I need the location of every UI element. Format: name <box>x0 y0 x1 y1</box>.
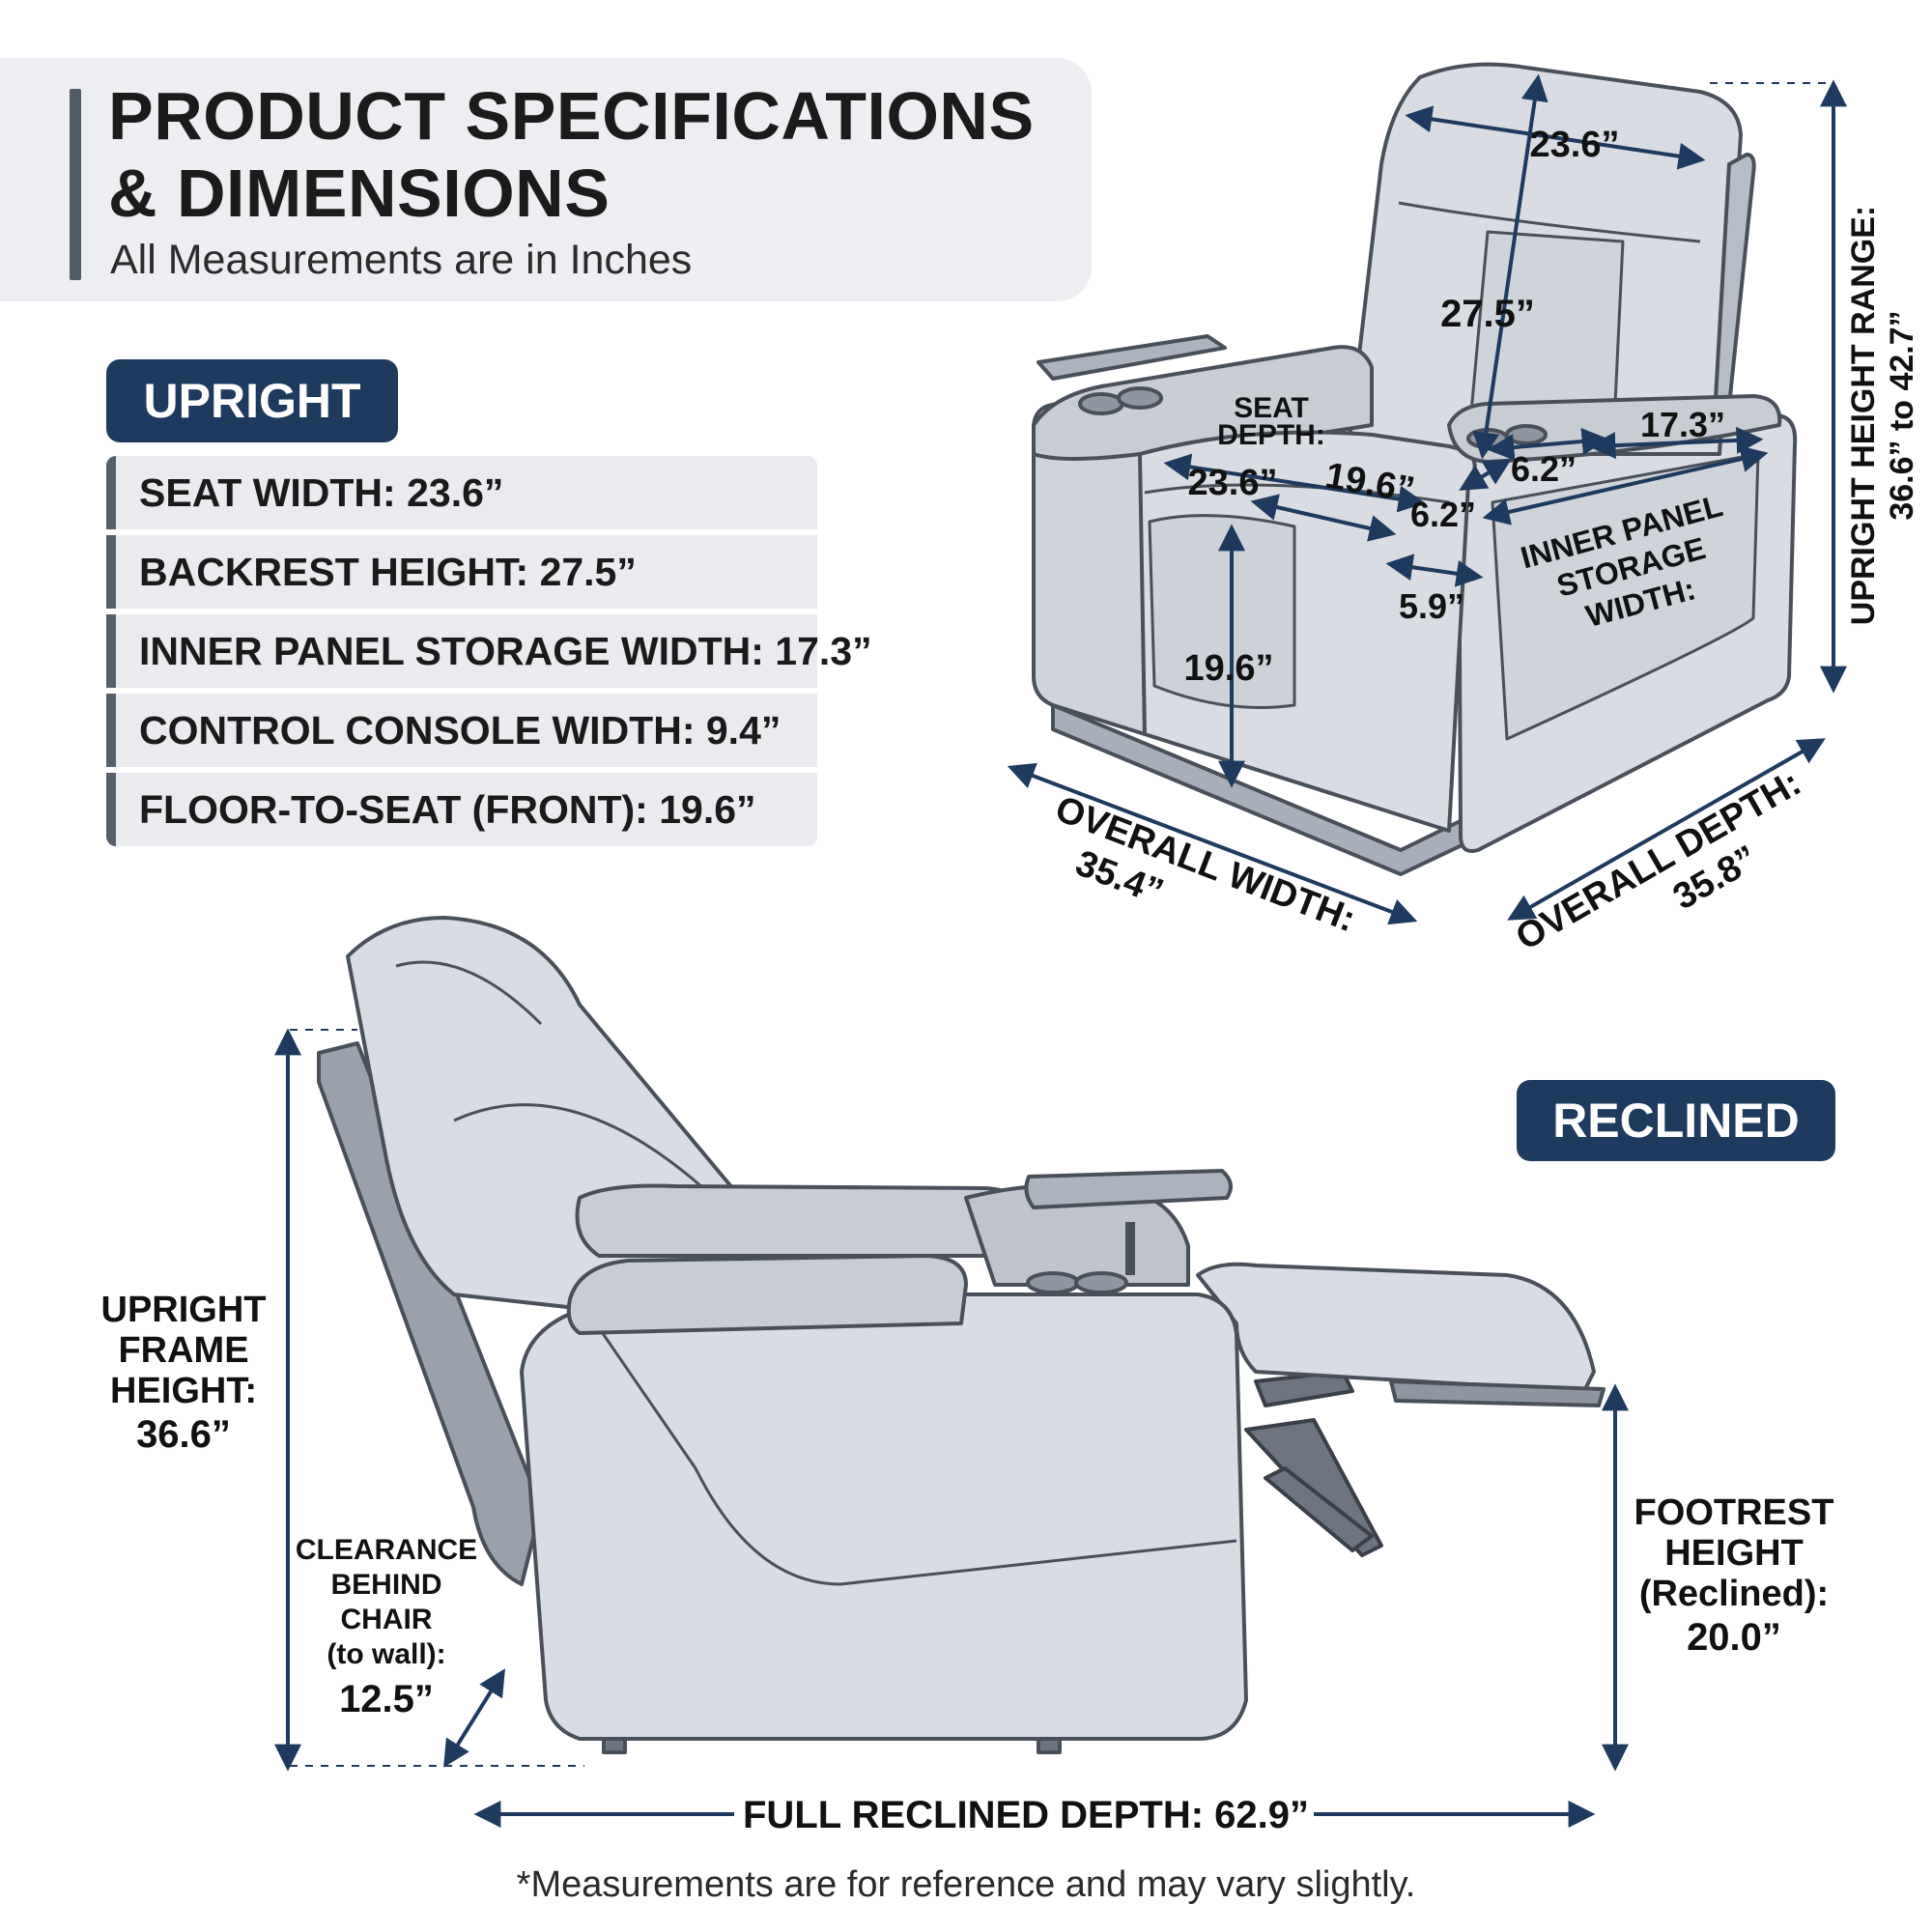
footrest-mechanism <box>1244 1370 1383 1557</box>
reclined-chair-illustration <box>317 916 1605 1754</box>
header-card <box>0 58 1092 301</box>
headrest-width-label: 23.6” <box>1530 125 1620 165</box>
spec-console-width: CONTROL CONSOLE WIDTH: 9.4” <box>106 694 817 767</box>
gap-label: 5.9” <box>1399 586 1464 626</box>
height-range-value: 36.6” to 42.7” <box>1884 310 1920 520</box>
cupholder-label-1: 6.2” <box>1511 449 1577 489</box>
clearance-label-2: BEHIND <box>330 1569 441 1601</box>
cupholder-label-2: 6.2” <box>1410 495 1476 534</box>
seat-depth-line <box>1250 494 1397 542</box>
clearance-line <box>443 1668 505 1768</box>
front-height-label: 19.6” <box>1184 648 1274 689</box>
inner-panel-width-label: 17.3” <box>1640 405 1725 444</box>
footnote: *Measurements are for reference and may … <box>516 1864 1416 1905</box>
spec-seat-width: SEAT WIDTH: 23.6” <box>106 456 817 529</box>
clearance-label-4: (to wall): <box>327 1638 445 1670</box>
upright-dimension-lines <box>1007 73 1847 925</box>
spec-backrest-height: BACKREST HEIGHT: 27.5” <box>106 535 817 609</box>
spec-floor-to-seat: FLOOR-TO-SEAT (FRONT): 19.6” <box>106 773 817 846</box>
upright-chair-illustration <box>1032 62 1798 876</box>
spec-inner-panel-width: INNER PANEL STORAGE WIDTH: 17.3” <box>106 614 872 688</box>
backrest-height-line <box>1472 73 1548 460</box>
frame-height-value: 36.6” <box>136 1413 231 1456</box>
spec-list: SEAT WIDTH: 23.6” BACKREST HEIGHT: 27.5”… <box>106 456 872 852</box>
backrest-height-label: 27.5” <box>1440 293 1535 335</box>
clearance-value: 12.5” <box>339 1678 434 1720</box>
upright-section-badge: UPRIGHT <box>106 359 398 442</box>
frame-height-label-2: FRAME <box>118 1330 248 1371</box>
seat-depth-heading: SEAT <box>1234 392 1309 424</box>
height-range-label: UPRIGHT HEIGHT RANGE: <box>1845 206 1882 625</box>
frame-height-label-1: UPRIGHT <box>101 1290 267 1330</box>
footrest-label-2: HEIGHT <box>1664 1533 1804 1574</box>
frame-height-label-3: HEIGHT: <box>110 1371 257 1411</box>
clearance-label-3: CHAIR <box>341 1604 433 1635</box>
footrest-value: 20.0” <box>1687 1616 1781 1659</box>
page-subtitle: All Measurements are in Inches <box>110 237 693 283</box>
headrest-width-line <box>1405 105 1706 170</box>
overall-depth-line <box>1507 738 1826 921</box>
reclined-dimension-lines <box>274 1028 1629 1828</box>
clearance-label-1: CLEARANCE <box>296 1534 477 1566</box>
reclined-section-badge: RECLINED <box>1517 1080 1835 1161</box>
reclined-labels: UPRIGHT FRAME HEIGHT: 36.6” CLEARANCE BE… <box>101 1290 1834 1836</box>
full-reclined-depth-label: FULL RECLINED DEPTH: 62.9” <box>743 1794 1309 1836</box>
footrest-label-3: (Reclined): <box>1639 1574 1829 1614</box>
overall-width-line <box>1007 762 1418 925</box>
seat-width-label: 23.6” <box>1188 463 1278 503</box>
seat-depth-heading-2: DEPTH: <box>1217 419 1325 451</box>
footrest-label-1: FOOTREST <box>1634 1492 1834 1533</box>
gap-line <box>1385 554 1484 587</box>
page-title: PRODUCT SPECIFICATIONS & DIMENSIONS <box>108 78 1035 231</box>
inner-panel-storage-line <box>1482 445 1769 526</box>
header-accent-bar <box>70 89 81 280</box>
inner-panel-width-line <box>1588 426 1764 460</box>
